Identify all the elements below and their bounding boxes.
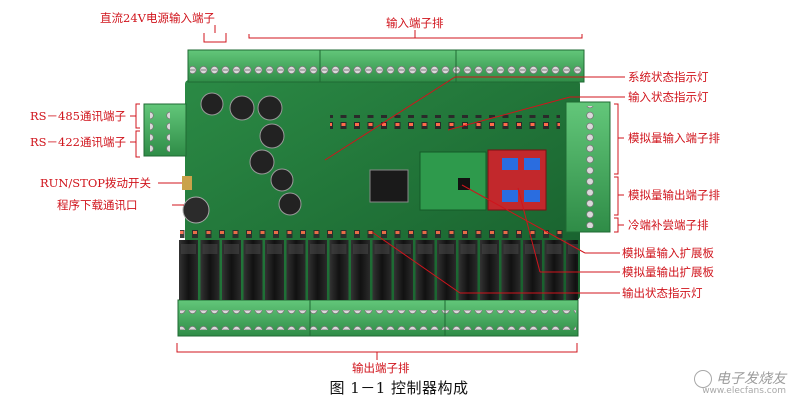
label-rs485: RS－485通讯端子: [30, 109, 126, 123]
label-analog-in-terminal: 模拟量输入端子排: [628, 131, 720, 145]
watermark-url: www.elecfans.com: [702, 386, 786, 396]
label-cold-junction: 冷端补尝端子排: [628, 218, 709, 232]
output-terminal-block: [177, 299, 579, 337]
input-led-row: [330, 115, 560, 129]
label-program-port: 程序下载通讯口: [57, 198, 138, 212]
label-output-led: 输出状态指示灯: [622, 286, 703, 300]
label-power-terminal: 直流24V电源输入端子: [100, 11, 215, 25]
pot-4: [524, 190, 540, 202]
watermark-name: 电子发烧友: [716, 371, 786, 387]
pot-1: [502, 158, 518, 170]
capacitors: [200, 92, 302, 216]
run-stop-switch: [182, 176, 192, 190]
watermark-logo-icon: [694, 370, 712, 388]
analog-input-board: [419, 151, 487, 211]
label-output-terminal: 输出端子排: [352, 361, 410, 375]
watermark: 电子发烧友 www.elecfans.com: [694, 368, 786, 396]
label-system-led: 系统状态指示灯: [628, 70, 709, 84]
label-analog-out-board: 模拟量输出扩展板: [622, 265, 714, 279]
label-input-terminal: 输入端子排: [386, 16, 444, 30]
analog-terminals: [565, 101, 611, 233]
program-port: [182, 196, 210, 224]
annotation-lines: [130, 25, 625, 360]
label-run-stop: RUN/STOP拨动开关: [40, 176, 152, 190]
label-rs422: RS－422通讯端子: [30, 135, 126, 149]
figure-caption: 图 1－1 控制器构成: [329, 379, 469, 397]
label-analog-out-terminal: 模拟量输出端子排: [628, 188, 720, 202]
pot-3: [502, 190, 518, 202]
rs-terminals: [143, 103, 187, 157]
pot-2: [524, 158, 540, 170]
analog-input-chip: [458, 178, 470, 190]
relay-row: [178, 240, 578, 300]
label-analog-in-board: 模拟量输入扩展板: [622, 246, 714, 260]
label-input-led: 输入状态指示灯: [628, 90, 709, 104]
main-chip: [369, 169, 409, 203]
